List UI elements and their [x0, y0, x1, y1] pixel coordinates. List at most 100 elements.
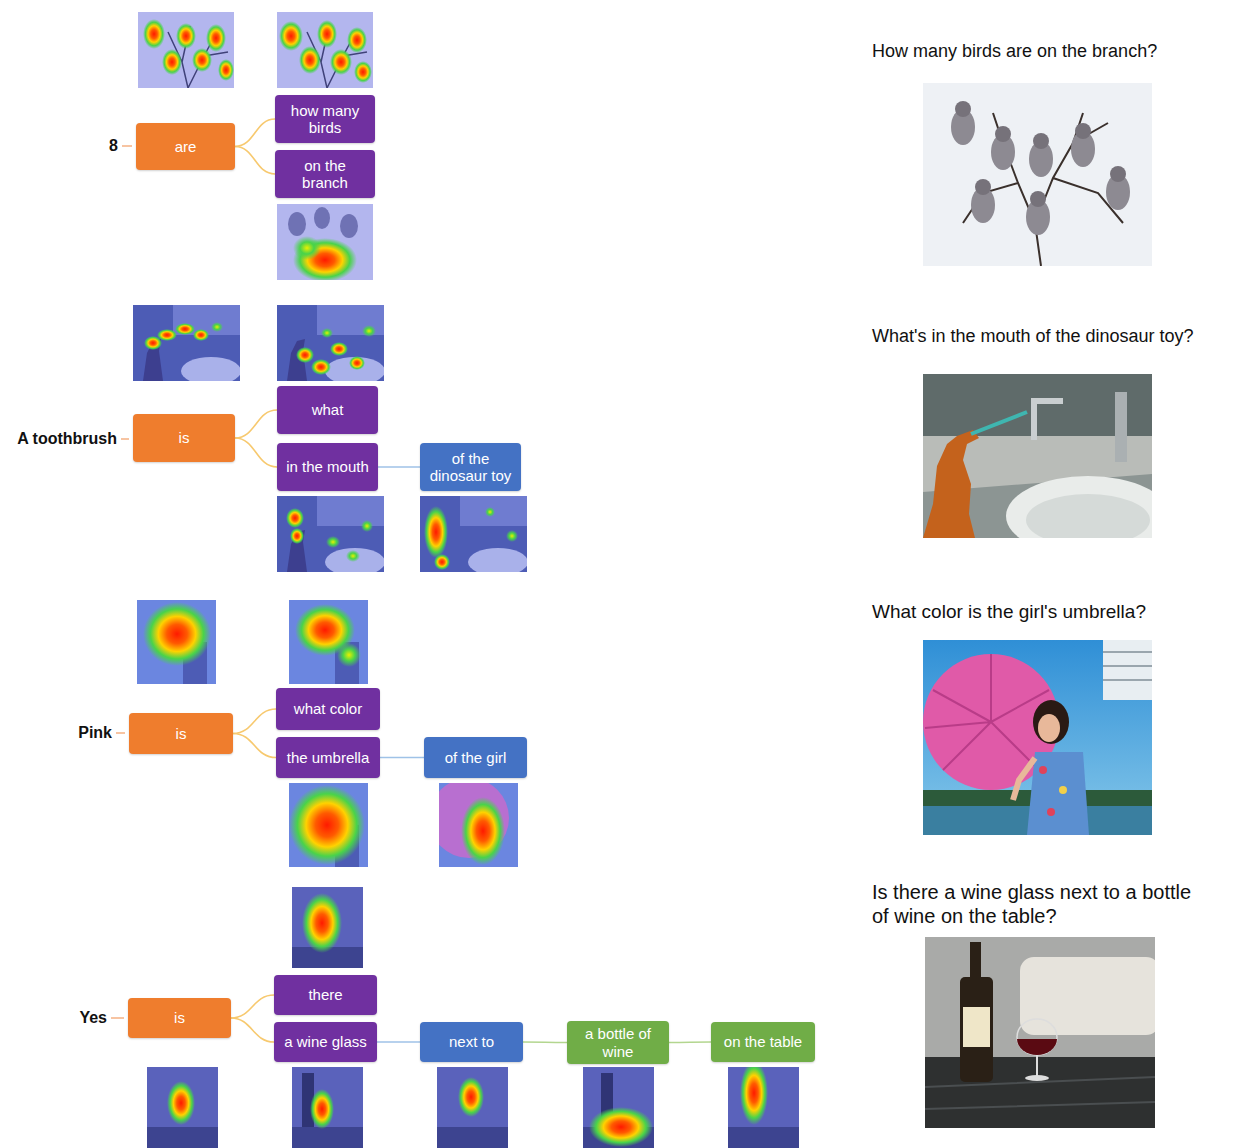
node-text: how many birds — [281, 102, 369, 137]
table-reflection — [925, 1077, 1155, 1109]
question-text: What color is the girl's umbrella? — [872, 599, 1232, 624]
heatmap — [583, 1067, 654, 1148]
phrase-box: there — [274, 975, 377, 1015]
tap — [1115, 392, 1127, 462]
relation-box: a bottle of wine — [567, 1021, 669, 1064]
connector — [377, 1041, 420, 1043]
phrase-box: on the branch — [275, 150, 375, 198]
glass — [1017, 1019, 1057, 1055]
heat-blob — [286, 508, 304, 528]
table — [437, 1127, 508, 1148]
connector — [235, 410, 277, 438]
faucet — [1031, 398, 1063, 440]
leader-dash — [122, 145, 132, 147]
heatmap — [277, 305, 384, 381]
answer-label: Pink — [0, 723, 112, 743]
dinosaur — [923, 430, 979, 538]
heat-blob — [143, 602, 211, 666]
glass-base — [1025, 1075, 1049, 1081]
hair — [1033, 700, 1069, 744]
heatmap — [277, 204, 373, 280]
heat-blob — [424, 506, 448, 558]
modifier-box: of the girl — [424, 737, 527, 778]
node-text: on the table — [724, 1033, 802, 1050]
leader-dash — [111, 1017, 124, 1019]
connector — [669, 1041, 711, 1043]
answer-label: A toothbrush — [0, 429, 117, 449]
heat-blob — [330, 49, 352, 75]
heat-blob — [162, 49, 182, 75]
node-text: is — [174, 1009, 185, 1026]
node-text: a bottle of wine — [573, 1025, 663, 1060]
heat-blob — [361, 520, 373, 532]
sink — [468, 548, 527, 572]
heatmap — [277, 496, 384, 572]
heat-blob — [206, 24, 226, 52]
heatmap-ground — [289, 783, 368, 867]
arm — [1013, 758, 1035, 800]
question-text: What's in the mouth of the dinosaur toy? — [872, 324, 1232, 348]
connector — [235, 147, 275, 175]
node-text: in the mouth — [286, 458, 369, 475]
heat-blob — [192, 48, 212, 72]
relation-box: on the table — [711, 1022, 815, 1062]
glass-stem — [1036, 1055, 1038, 1077]
dress-dot — [1059, 786, 1067, 794]
phrase-box: what color — [276, 688, 380, 730]
question-text: How many birds are on the branch? — [872, 39, 1232, 63]
verb-box: are — [136, 123, 235, 170]
heat-blob — [461, 797, 505, 865]
heat-blob — [337, 643, 361, 667]
connector — [235, 438, 277, 467]
building-lines — [1103, 652, 1152, 680]
node-text: there — [308, 986, 342, 1003]
table — [147, 1127, 218, 1148]
heat-blob — [296, 347, 314, 363]
connector — [233, 709, 276, 734]
wall — [317, 496, 384, 526]
phrase-box: in the mouth — [277, 443, 378, 491]
heat-blob — [485, 507, 495, 517]
sink — [325, 548, 384, 572]
heat-blob — [317, 20, 337, 48]
heatmap — [420, 496, 527, 572]
heat-blob — [299, 46, 321, 74]
sink-bowl — [1026, 494, 1150, 538]
node-text: the umbrella — [287, 749, 370, 766]
phrase-box: the umbrella — [276, 737, 380, 778]
bottle-label — [963, 1007, 990, 1047]
branch — [963, 113, 1123, 266]
heat-blob — [330, 342, 348, 356]
node-text: what color — [294, 700, 362, 717]
umbrella-ribs — [925, 654, 1049, 770]
phrase-box: how many birds — [275, 95, 375, 143]
bird-head — [1075, 123, 1091, 139]
heat-blob — [218, 59, 234, 81]
heatmap-ground — [138, 12, 234, 88]
node-text: of the dinosaur toy — [426, 450, 515, 485]
heatmap-ground — [277, 12, 373, 88]
bird — [340, 214, 358, 238]
dress — [1027, 752, 1089, 835]
connector — [523, 1041, 567, 1043]
modifier-box: of the dinosaur toy — [420, 443, 521, 491]
heat-blob — [349, 356, 365, 370]
heat-blob — [321, 328, 333, 338]
photo — [923, 640, 1152, 835]
sky — [923, 640, 1152, 835]
heatmap — [138, 12, 234, 88]
heatmap — [292, 1067, 363, 1148]
bird-head — [955, 101, 971, 117]
heat-blob — [434, 554, 450, 570]
photo — [923, 83, 1152, 266]
heatmap — [289, 600, 368, 684]
table — [292, 1127, 363, 1148]
heat-blob — [310, 1089, 334, 1129]
node-text: on the branch — [281, 157, 369, 192]
heat-blob — [346, 550, 360, 562]
heat-blob — [143, 19, 165, 49]
photo — [925, 937, 1155, 1128]
heat-blob — [589, 1107, 653, 1147]
